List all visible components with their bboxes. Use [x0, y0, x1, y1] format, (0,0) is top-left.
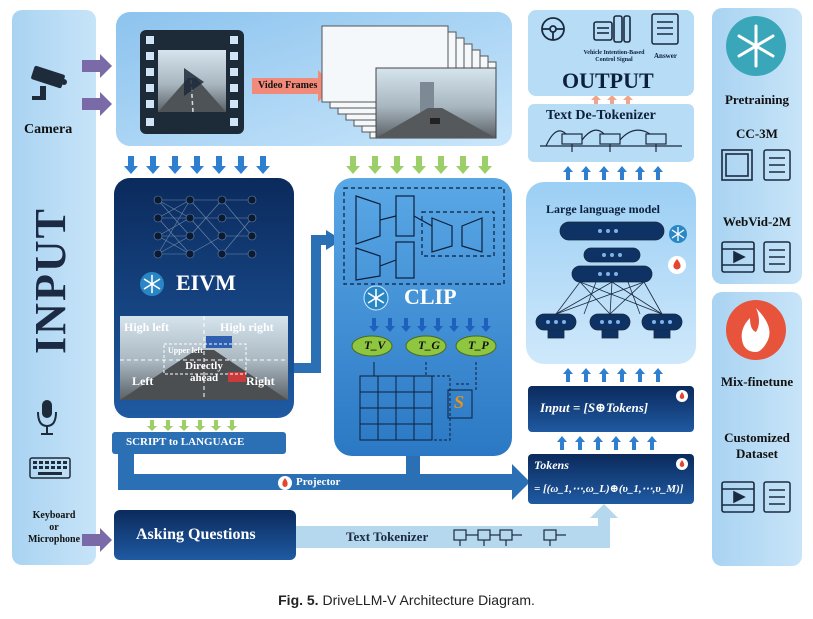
cc3m-image-icon: [721, 149, 753, 181]
neural-network-icon: [153, 195, 257, 259]
answer-label: Answer: [654, 52, 677, 60]
input-to-llm-arrows: [563, 368, 663, 382]
fire-icon: [278, 476, 292, 490]
camera-label: Camera: [24, 122, 73, 137]
snowflake-icon: [140, 272, 164, 296]
high-right-label: High right: [220, 320, 274, 334]
camera-icon: [31, 65, 67, 100]
webvid-text-icon: [763, 241, 791, 273]
stacked-video-frames: [321, 25, 497, 139]
input-title: INPUT: [25, 206, 75, 354]
fire-icon: [726, 300, 786, 360]
detokenizer-up-arrows: [591, 95, 633, 104]
text-tokenizer-arrow: [590, 504, 618, 548]
custom-text-icon: [763, 481, 791, 513]
webvid-label: WebVid-2M: [722, 214, 792, 229]
token-tp-shape: [455, 335, 497, 357]
eivm-title: EIVM: [176, 270, 236, 295]
token-tv-shape: [351, 335, 393, 357]
script-to-language-label: SCRIPT to LANGUAGE: [126, 436, 245, 448]
fire-icon: [676, 390, 688, 402]
input-arrows: [82, 54, 112, 552]
fire-icon: [668, 256, 686, 274]
fire-icon: [676, 458, 688, 470]
mixfinetune-label: Mix-finetune: [720, 374, 794, 389]
film-strip-icon: [140, 30, 244, 134]
asking-questions-box: [114, 510, 296, 560]
caption-text: DriveLLM-V Architecture Diagram.: [322, 592, 535, 608]
detokenizer-label: Text De-Tokenizer: [546, 108, 656, 123]
input-formula: Input = [S⊕Tokens]: [540, 400, 649, 415]
token-tg-label: T_G: [418, 338, 440, 352]
eivm-input-arrows: [124, 156, 270, 174]
projector-connector: [118, 454, 530, 500]
projector-label: Projector: [296, 476, 341, 488]
llm-network-icon: [535, 221, 683, 339]
clip-token-arrows: [369, 318, 491, 332]
detokenizer-box: [528, 104, 694, 162]
snowflake-icon: [669, 225, 687, 243]
control-signal-icon: [593, 15, 631, 43]
clip-box: [334, 178, 512, 456]
upper-left-label: Upper left: [168, 346, 203, 355]
clip-title: CLIP: [404, 284, 457, 309]
input-formula-box: [528, 386, 694, 432]
custom-video-icon: [721, 481, 755, 513]
cc3m-text-icon: [763, 149, 791, 181]
video-connector-arrow: [294, 235, 330, 373]
llm-label: Large language model: [546, 202, 660, 216]
detokenizer-chain-icon: [540, 129, 682, 152]
eivm-output-arrows: [147, 420, 237, 431]
output-title: OUTPUT: [562, 68, 654, 93]
video-frames-arrow: [252, 70, 334, 102]
tokens-formula: = [(ω_1,⋯,ω_L)⊕(υ_1,⋯,υ_M)]: [534, 483, 684, 495]
token-tg-shape: [405, 335, 447, 357]
tokens-title: Tokens: [534, 458, 569, 472]
right-label: Right: [246, 374, 275, 388]
left-label: Left: [132, 374, 154, 388]
snowflake-icon: [726, 16, 786, 76]
vehicle-intention-label: Vehicle Intention-Based Control Signal: [583, 50, 645, 63]
diagram-canvas: [12, 8, 802, 566]
clip-architecture-icon: [343, 187, 505, 285]
video-frames-label: Video Frames: [258, 80, 318, 91]
directly-ahead-label: Directly ahead: [185, 360, 223, 384]
figure-caption: Fig. 5. DriveLLM-V Architecture Diagram.: [0, 592, 813, 608]
asking-questions-label: Asking Questions: [136, 526, 256, 543]
keyboard-icon: [29, 457, 71, 479]
text-tokenizer-label: Text Tokenizer: [346, 529, 429, 544]
input-panel: [12, 10, 96, 565]
microphone-icon: [37, 400, 57, 435]
text-tokenizer-bar: [296, 526, 606, 548]
script-to-language-box: [112, 432, 286, 454]
tokens-to-input-arrows: [557, 436, 657, 450]
tokens-box: [528, 454, 694, 504]
pretraining-label: Pretraining: [724, 92, 790, 107]
video-vertical-label: VIDEO: [300, 268, 312, 333]
clip-input-arrows: [346, 156, 492, 174]
steering-wheel-icon: [541, 17, 565, 41]
token-tv-label: T_V: [364, 338, 386, 352]
similarity-matrix: [359, 362, 477, 441]
snowflake-icon: [363, 285, 389, 311]
llm-to-detokenizer-arrows: [563, 166, 663, 180]
answer-document-icon: [651, 13, 679, 45]
token-tp-label: T_P: [468, 338, 489, 352]
customized-dataset-label: Customized Dataset: [724, 430, 790, 461]
driving-view-image: [120, 316, 288, 400]
s-label: S: [454, 392, 465, 412]
tokenizer-chain-icon: [453, 529, 566, 546]
high-left-label: High left: [124, 320, 169, 334]
cc3m-label: CC-3M: [736, 126, 778, 141]
webvid-video-icon: [721, 241, 755, 273]
pretraining-panel: [712, 8, 802, 284]
caption-fig-number: Fig. 5.: [278, 592, 319, 608]
keyboard-label: Keyboard or Microphone: [27, 510, 81, 545]
